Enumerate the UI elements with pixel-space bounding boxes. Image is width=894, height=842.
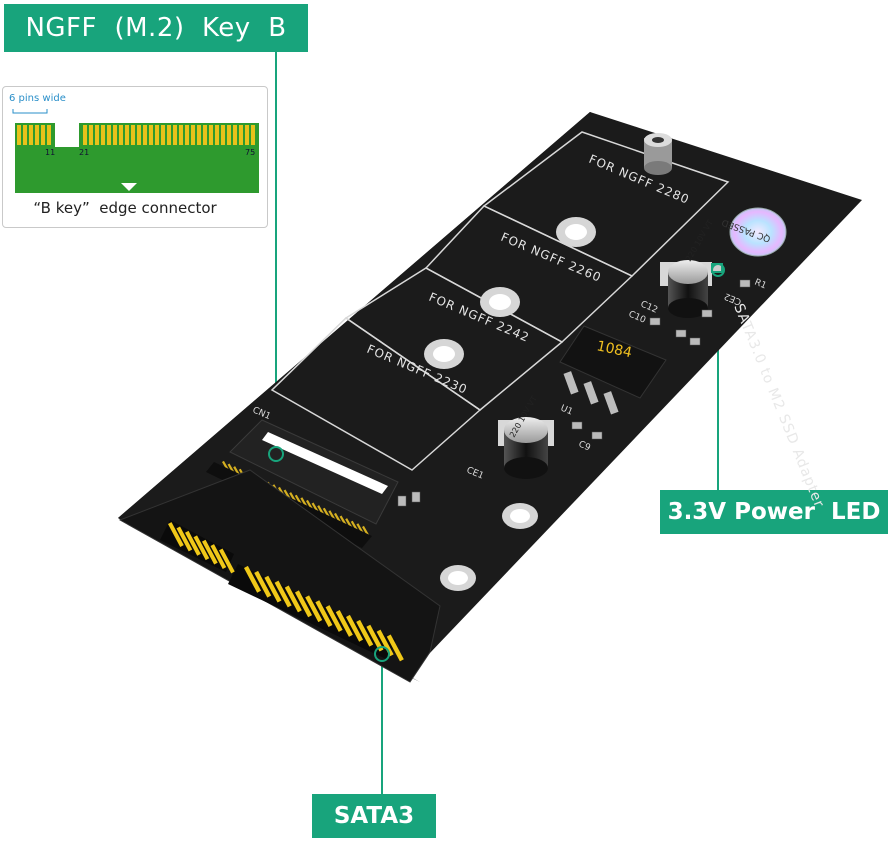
ref-r1: R1 xyxy=(753,278,768,292)
electrolytic-capacitor-bottom xyxy=(498,417,554,479)
smd-components xyxy=(397,279,751,507)
pins-wide-note: 6 pins wide xyxy=(9,93,66,104)
qc-passed-sticker xyxy=(729,207,787,257)
silkscreen-title: SATA3.0 to M2 SSD Adapter xyxy=(730,302,827,511)
edge-connector-illustration: 11 21 75 xyxy=(12,109,259,193)
callout-power-led: 3.3V Power LED xyxy=(660,490,888,534)
inset-caption: “B key” edge connector xyxy=(33,199,217,217)
sata-connector xyxy=(118,469,441,683)
edge-connector-inset: 6 pins wide 11 21 75 “B key” edge connec… xyxy=(2,86,268,228)
pcb-board xyxy=(118,112,862,676)
callout-sata3: SATA3 xyxy=(312,794,436,838)
slot-outlines xyxy=(270,131,730,471)
regulator-chip-text: 1084 xyxy=(595,338,633,361)
voltage-regulator-chip xyxy=(559,325,667,415)
callout-ngff-key-b: NGFF (M.2) Key B xyxy=(4,4,308,52)
pin-number-75: 75 xyxy=(245,148,255,157)
mounting-holes xyxy=(424,133,672,591)
electrolytic-capacitor-top xyxy=(660,260,712,318)
ref-u1: U1 xyxy=(559,404,574,418)
ref-c9: C9 xyxy=(577,440,592,454)
pin-number-21: 21 xyxy=(79,148,89,157)
pin-number-11: 11 xyxy=(45,148,55,157)
